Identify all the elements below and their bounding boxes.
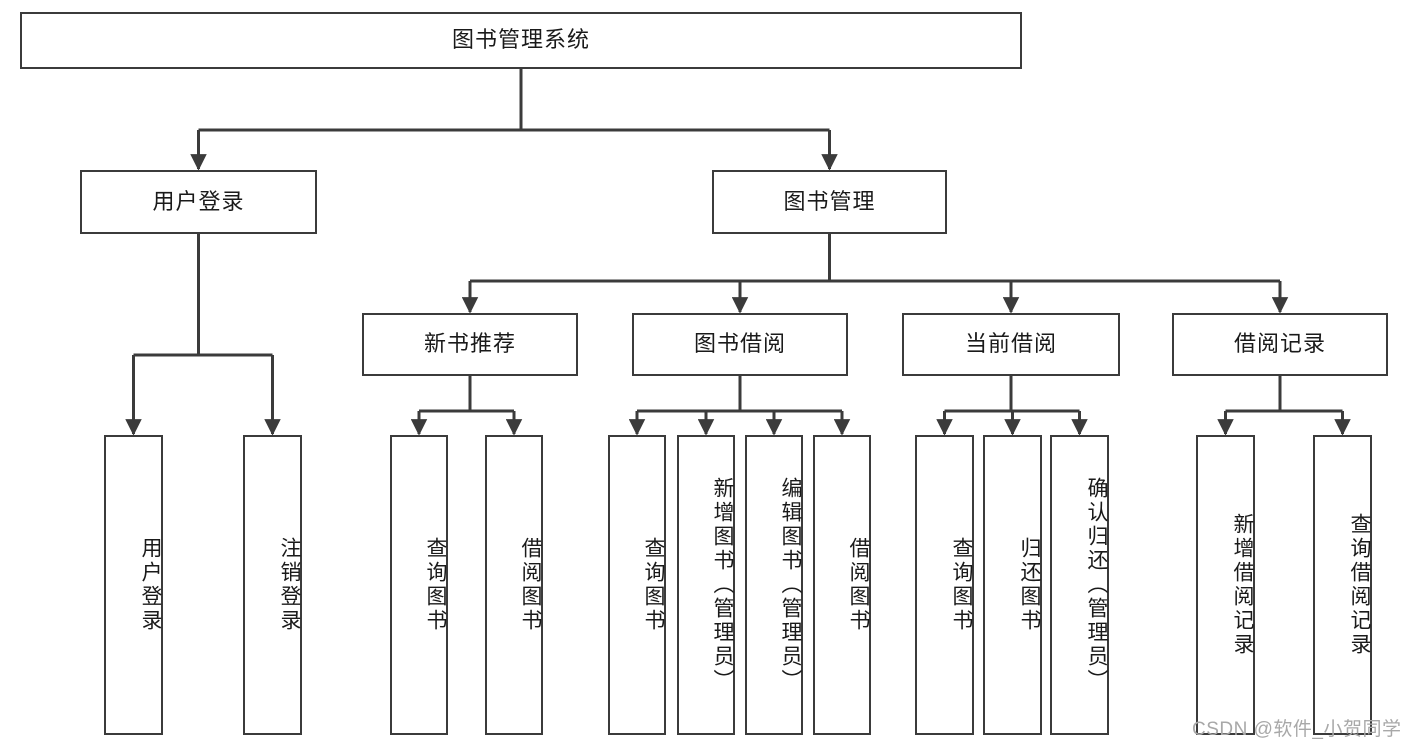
node-label: 查询借阅记录 xyxy=(1348,513,1371,657)
node-l2-book-borrow[interactable]: 图书借阅 xyxy=(632,313,848,376)
node-leaf-edit-book[interactable]: 编辑图书（管理员） xyxy=(745,435,803,735)
node-label: 图书管理 xyxy=(783,188,876,214)
node-leaf-logout[interactable]: 注销登录 xyxy=(243,435,302,735)
node-leaf-borrow-book-1[interactable]: 借阅图书 xyxy=(485,435,543,735)
node-leaf-return-book[interactable]: 归还图书 xyxy=(983,435,1042,735)
node-leaf-query-book-3[interactable]: 查询图书 xyxy=(915,435,974,735)
node-l1-book-manage[interactable]: 图书管理 xyxy=(712,170,947,234)
node-leaf-user-login[interactable]: 用户登录 xyxy=(104,435,163,735)
node-l2-borrow-record[interactable]: 借阅记录 xyxy=(1172,313,1388,376)
node-leaf-query-record[interactable]: 查询借阅记录 xyxy=(1313,435,1372,735)
node-l2-current-borrow[interactable]: 当前借阅 xyxy=(902,313,1120,376)
node-label: 借阅图书 xyxy=(519,537,542,633)
node-leaf-query-book-2[interactable]: 查询图书 xyxy=(608,435,666,735)
node-label: 查询图书 xyxy=(424,537,447,633)
node-leaf-add-record[interactable]: 新增借阅记录 xyxy=(1196,435,1255,735)
node-l2-new-book-rec[interactable]: 新书推荐 xyxy=(362,313,578,376)
node-label: 新增借阅记录 xyxy=(1231,513,1254,657)
node-label: 用户登录 xyxy=(139,537,162,633)
node-label: 注销登录 xyxy=(278,537,301,633)
node-root[interactable]: 图书管理系统 xyxy=(20,12,1022,69)
node-label: 借阅记录 xyxy=(1233,331,1326,357)
node-label: 确认归还（管理员） xyxy=(1085,477,1108,693)
node-l1-user-login[interactable]: 用户登录 xyxy=(80,170,317,234)
node-leaf-borrow-book-2[interactable]: 借阅图书 xyxy=(813,435,871,735)
node-label: 新书推荐 xyxy=(423,331,516,357)
node-leaf-query-book-1[interactable]: 查询图书 xyxy=(390,435,448,735)
node-label: 归还图书 xyxy=(1018,537,1041,633)
node-label: 查询图书 xyxy=(642,537,665,633)
node-label: 当前借阅 xyxy=(964,331,1057,357)
node-label: 新增图书（管理员） xyxy=(711,477,734,693)
node-label: 图书管理系统 xyxy=(451,27,590,53)
node-label: 查询图书 xyxy=(950,537,973,633)
node-label: 图书借阅 xyxy=(693,331,786,357)
node-label: 借阅图书 xyxy=(847,537,870,633)
node-leaf-add-book[interactable]: 新增图书（管理员） xyxy=(677,435,735,735)
node-label: 编辑图书（管理员） xyxy=(779,477,802,693)
node-label: 用户登录 xyxy=(152,188,245,214)
node-leaf-confirm-return[interactable]: 确认归还（管理员） xyxy=(1050,435,1109,735)
